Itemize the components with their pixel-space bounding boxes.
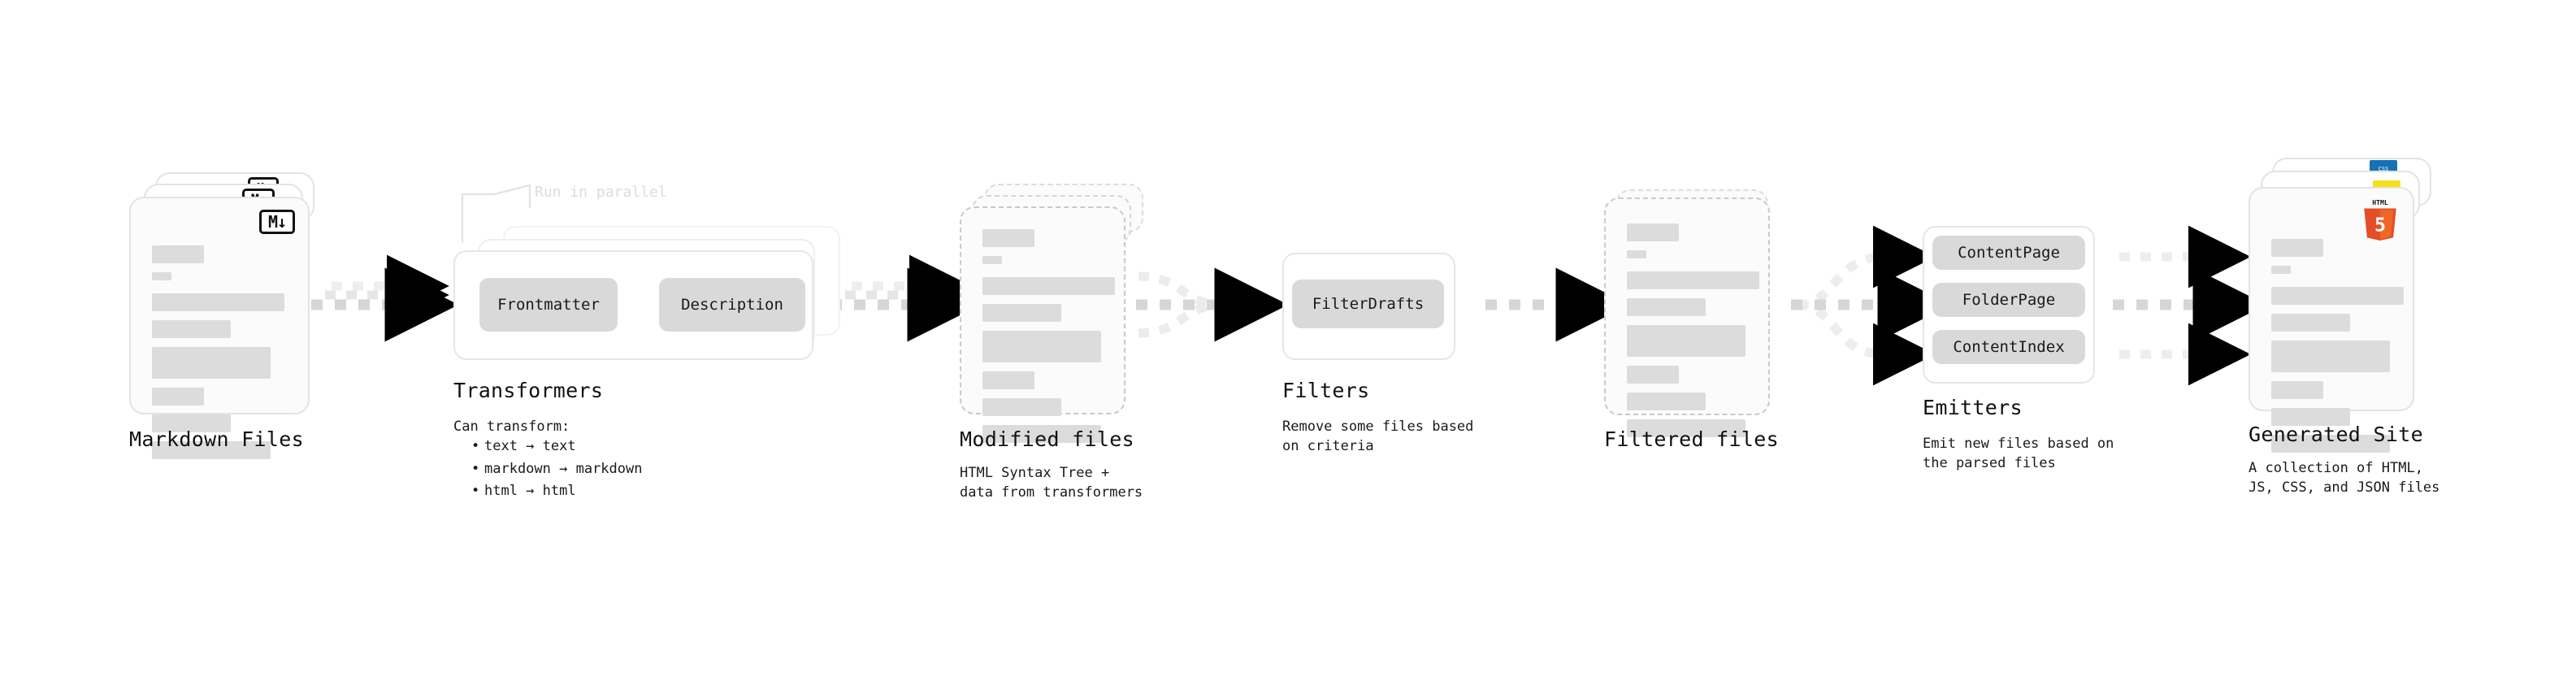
markdown-content-bars	[152, 245, 290, 468]
filtered-card-front[interactable]	[1604, 197, 1770, 437]
site-card-front[interactable]: HTML 5	[2249, 187, 2414, 453]
emitters-title: Emitters	[1923, 396, 2023, 419]
filters-caption: Remove some files based on criteria	[1282, 419, 1474, 455]
emitter-chip-contentindex[interactable]: ContentIndex	[1932, 330, 2085, 364]
modified-files-title: Modified files	[960, 427, 1134, 451]
connector-emitters-to-site	[2113, 225, 2267, 386]
transformers-title: Transformers	[453, 379, 604, 402]
svg-text:5: 5	[2374, 214, 2386, 236]
generated-site-caption: A collection of HTML, JS, CSS, and JSON …	[2249, 460, 2440, 497]
filters-title: Filters	[1282, 379, 1370, 402]
css3-icon: CSS	[2370, 160, 2397, 172]
transformer-bullet: •markdown → markdown	[471, 460, 643, 477]
modified-files-caption: HTML Syntax Tree + data from transformer…	[960, 465, 1143, 501]
run-in-parallel-label: Run in parallel	[535, 184, 667, 201]
emitter-chip-folderpage[interactable]: FolderPage	[1932, 283, 2085, 317]
transformer-bullet: •html → html	[471, 483, 576, 500]
markdown-files-title: Markdown Files	[129, 427, 304, 451]
emitters-caption: Emit new files based on the parsed files	[1923, 436, 2114, 472]
site-content-bars	[2271, 239, 2404, 462]
modified-card-front[interactable]	[960, 206, 1125, 443]
connector-transformers-to-modified	[830, 254, 982, 342]
modified-content-bars	[982, 229, 1115, 452]
markdown-icon: M↓	[259, 210, 295, 234]
filtered-content-bars	[1627, 223, 1759, 446]
transformers-bullets: •text → text •markdown → markdown •html …	[471, 436, 642, 503]
emitter-chip-contentpage[interactable]: ContentPage	[1932, 236, 2085, 270]
transformer-chip-description[interactable]: Description	[659, 278, 805, 332]
connector-modified-to-filters	[1136, 267, 1289, 342]
transformer-chip-frontmatter[interactable]: Frontmatter	[479, 278, 618, 332]
generated-site-title: Generated Site	[2249, 423, 2423, 446]
filtered-files-title: Filtered files	[1604, 427, 1779, 451]
filter-chip-filterdrafts[interactable]: FilterDrafts	[1292, 280, 1444, 328]
transformer-bullet: •text → text	[471, 438, 576, 454]
markdown-card-front[interactable]: M↓	[129, 197, 310, 459]
css3-icon-label: CSS	[2378, 166, 2389, 172]
connector-md-to-transformers	[311, 254, 459, 342]
connector-filtered-to-emitters	[1791, 225, 1952, 386]
transformers-caption: Can transform:	[453, 419, 570, 435]
svg-text:HTML: HTML	[2372, 199, 2388, 206]
html5-icon: HTML 5	[2364, 199, 2396, 241]
